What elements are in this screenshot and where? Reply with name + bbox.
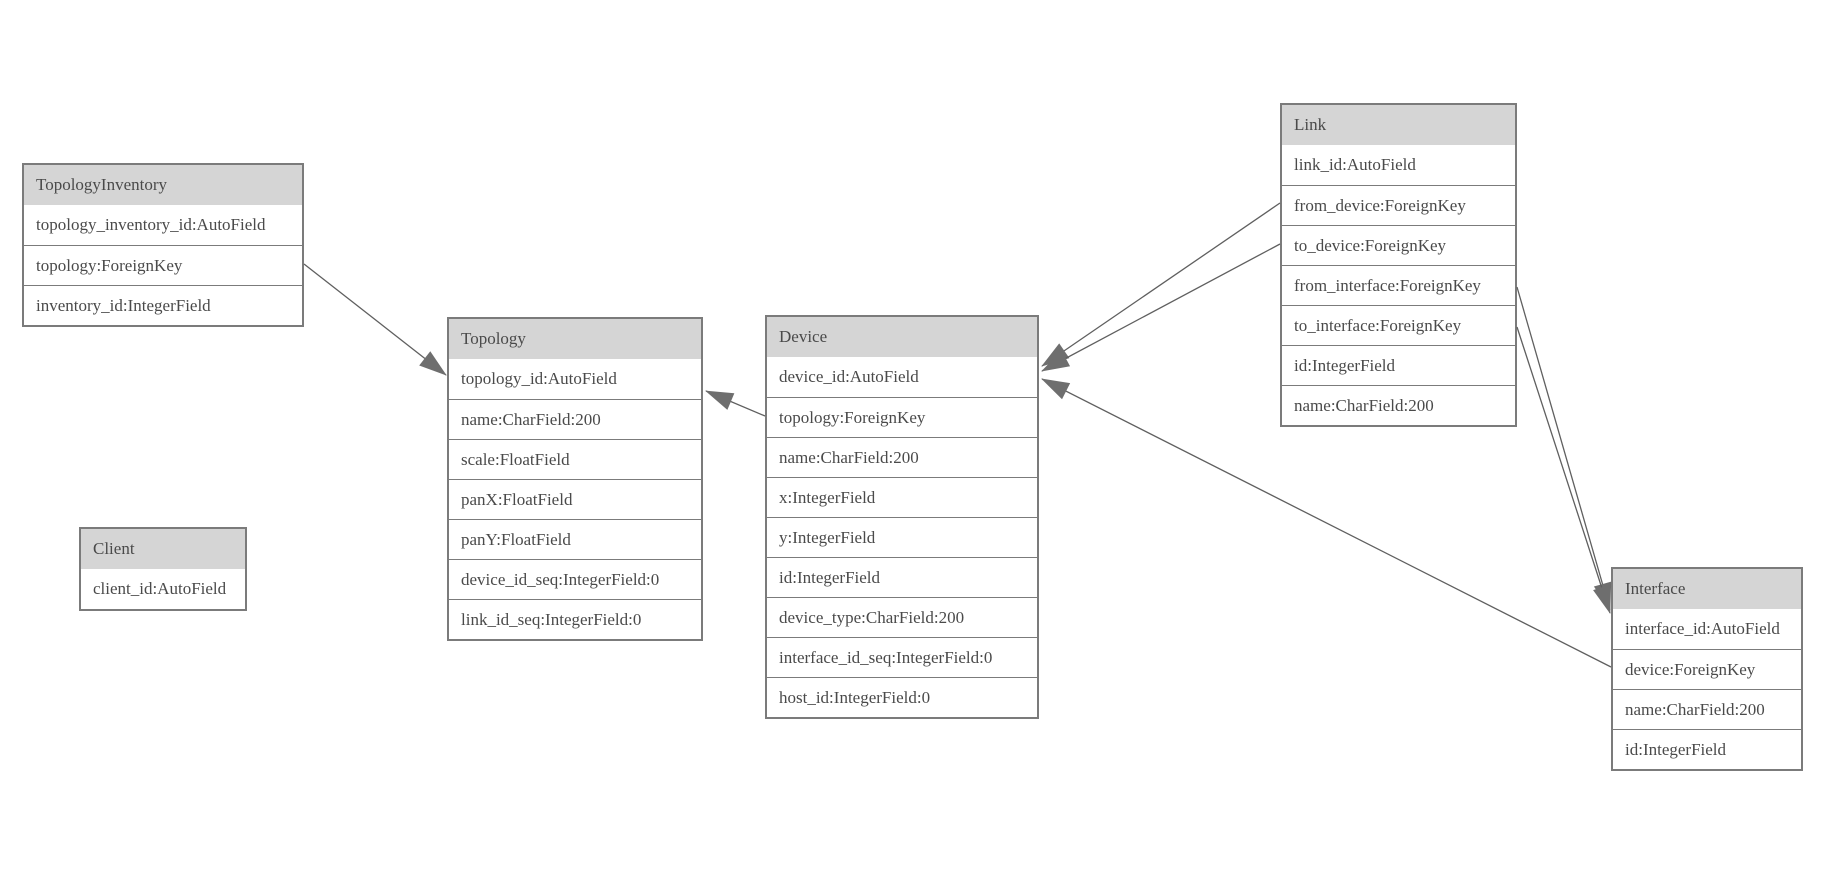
field-row: topology:ForeignKey: [767, 397, 1037, 437]
edge-topologyinventory-topology: [303, 263, 447, 376]
edge-link-to-interface-to-interface: [1516, 326, 1611, 614]
field-row: link_id_seq:IntegerField:0: [449, 599, 701, 639]
entity-table-interface: Interface interface_id:AutoField device:…: [1611, 567, 1803, 771]
field-row: scale:FloatField: [449, 439, 701, 479]
field-row: id:IntegerField: [1613, 729, 1801, 769]
field-row: name:CharField:200: [1282, 385, 1515, 425]
field-row: from_device:ForeignKey: [1282, 185, 1515, 225]
field-row: client_id:AutoField: [81, 569, 245, 609]
table-header: Device: [767, 317, 1037, 357]
field-row: topology_id:AutoField: [449, 359, 701, 399]
field-row: panX:FloatField: [449, 479, 701, 519]
field-row: id:IntegerField: [767, 557, 1037, 597]
field-row: host_id:IntegerField:0: [767, 677, 1037, 717]
entity-table-client: Client client_id:AutoField: [79, 527, 247, 611]
field-row: interface_id:AutoField: [1613, 609, 1801, 649]
edge-link-from-device-to-device: [1041, 202, 1281, 367]
field-row: device_id:AutoField: [767, 357, 1037, 397]
field-row: name:CharField:200: [767, 437, 1037, 477]
field-row: to_interface:ForeignKey: [1282, 305, 1515, 345]
entity-table-topology: Topology topology_id:AutoField name:Char…: [447, 317, 703, 641]
field-row: topology_inventory_id:AutoField: [24, 205, 302, 245]
field-row: interface_id_seq:IntegerField:0: [767, 637, 1037, 677]
field-row: panY:FloatField: [449, 519, 701, 559]
entity-table-device: Device device_id:AutoField topology:Fore…: [765, 315, 1039, 719]
table-header: TopologyInventory: [24, 165, 302, 205]
table-header: Topology: [449, 319, 701, 359]
entity-table-topologyinventory: TopologyInventory topology_inventory_id:…: [22, 163, 304, 327]
field-row: y:IntegerField: [767, 517, 1037, 557]
field-row: x:IntegerField: [767, 477, 1037, 517]
field-row: device:ForeignKey: [1613, 649, 1801, 689]
field-row: topology:ForeignKey: [24, 245, 302, 285]
edge-link-to-device-to-device: [1041, 243, 1281, 372]
table-header: Link: [1282, 105, 1515, 145]
edge-link-from-interface-to-interface: [1516, 286, 1612, 611]
field-row: to_device:ForeignKey: [1282, 225, 1515, 265]
field-row: inventory_id:IntegerField: [24, 285, 302, 325]
field-row: from_interface:ForeignKey: [1282, 265, 1515, 305]
edge-device-topology: [705, 390, 766, 417]
field-row: link_id:AutoField: [1282, 145, 1515, 185]
field-row: device_type:CharField:200: [767, 597, 1037, 637]
table-header: Client: [81, 529, 245, 569]
table-header: Interface: [1613, 569, 1801, 609]
field-row: device_id_seq:IntegerField:0: [449, 559, 701, 599]
field-row: name:CharField:200: [1613, 689, 1801, 729]
entity-table-link: Link link_id:AutoField from_device:Forei…: [1280, 103, 1517, 427]
field-row: id:IntegerField: [1282, 345, 1515, 385]
field-row: name:CharField:200: [449, 399, 701, 439]
